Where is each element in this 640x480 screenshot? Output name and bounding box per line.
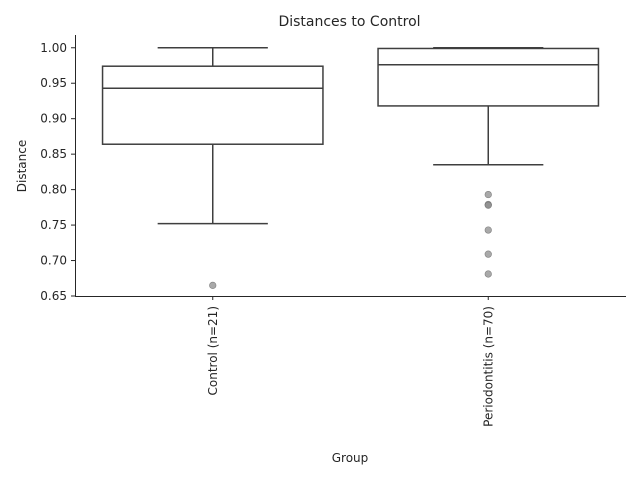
box-group (377, 47, 600, 278)
box-iqr (377, 47, 600, 107)
x-tick-label: Control (n=21) (206, 306, 220, 395)
outlier-point (484, 250, 492, 258)
box-iqr (101, 65, 324, 145)
y-tick-label: 0.80 (40, 183, 67, 197)
y-tick-label: 0.75 (40, 218, 67, 232)
x-axis-label: Group (332, 451, 369, 465)
x-axis-ticks: Control (n=21) Periodontitis (n=70) (206, 296, 495, 427)
outlier-point (484, 201, 492, 209)
y-tick-label: 0.90 (40, 112, 67, 126)
outlier-point (484, 270, 492, 278)
x-tick-label: Periodontitis (n=70) (481, 306, 495, 427)
y-tick-label: 1.00 (40, 41, 67, 55)
outlier-point (209, 281, 217, 289)
outlier-point (484, 226, 492, 234)
chart-title: Distances to Control (278, 14, 420, 30)
y-tick-label: 0.65 (40, 289, 67, 303)
y-axis-ticks: 0.65 0.70 0.75 0.80 0.85 0.90 0.95 1.00 (40, 41, 75, 303)
y-tick-label: 0.85 (40, 147, 67, 161)
y-tick-label: 0.95 (40, 76, 67, 90)
y-axis-label: Distance (15, 140, 29, 192)
outlier-point (484, 190, 492, 199)
y-tick-label: 0.70 (40, 254, 67, 268)
boxes-layer (101, 47, 600, 289)
box-group (101, 47, 324, 289)
